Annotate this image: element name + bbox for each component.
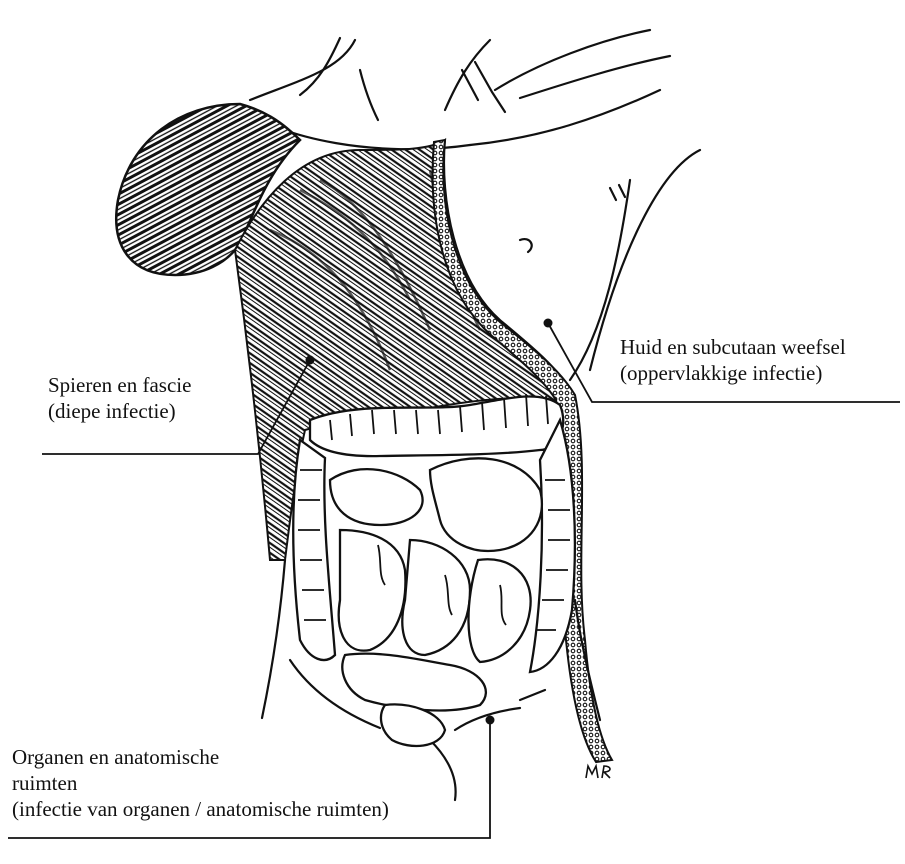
small-bowel-5	[468, 559, 530, 662]
label-muscle-line2: (diepe infectie)	[48, 398, 191, 424]
label-organs-spaces: Organen en anatomische ruimten (infectie…	[12, 744, 389, 822]
intestines	[293, 396, 575, 745]
artist-signature	[586, 766, 610, 778]
label-skin-line1: Huid en subcutaan weefsel	[620, 334, 846, 360]
small-bowel-1	[330, 469, 423, 525]
label-skin-subcutaneous: Huid en subcutaan weefsel (oppervlakkige…	[620, 334, 846, 386]
small-bowel-2	[430, 458, 542, 551]
label-organs-line3: (infectie van organen / anatomische ruim…	[12, 796, 389, 822]
label-organs-line2: ruimten	[12, 770, 389, 796]
label-skin-line2: (oppervlakkige infectie)	[620, 360, 846, 386]
colon-right	[293, 440, 335, 660]
label-organs-line1: Organen en anatomische	[12, 744, 389, 770]
small-bowel-4	[402, 540, 470, 655]
label-muscle-fascia: Spieren en fascie (diepe infectie)	[48, 372, 191, 424]
small-bowel-6	[342, 654, 486, 711]
small-bowel-3	[339, 530, 406, 651]
label-muscle-line1: Spieren en fascie	[48, 372, 191, 398]
